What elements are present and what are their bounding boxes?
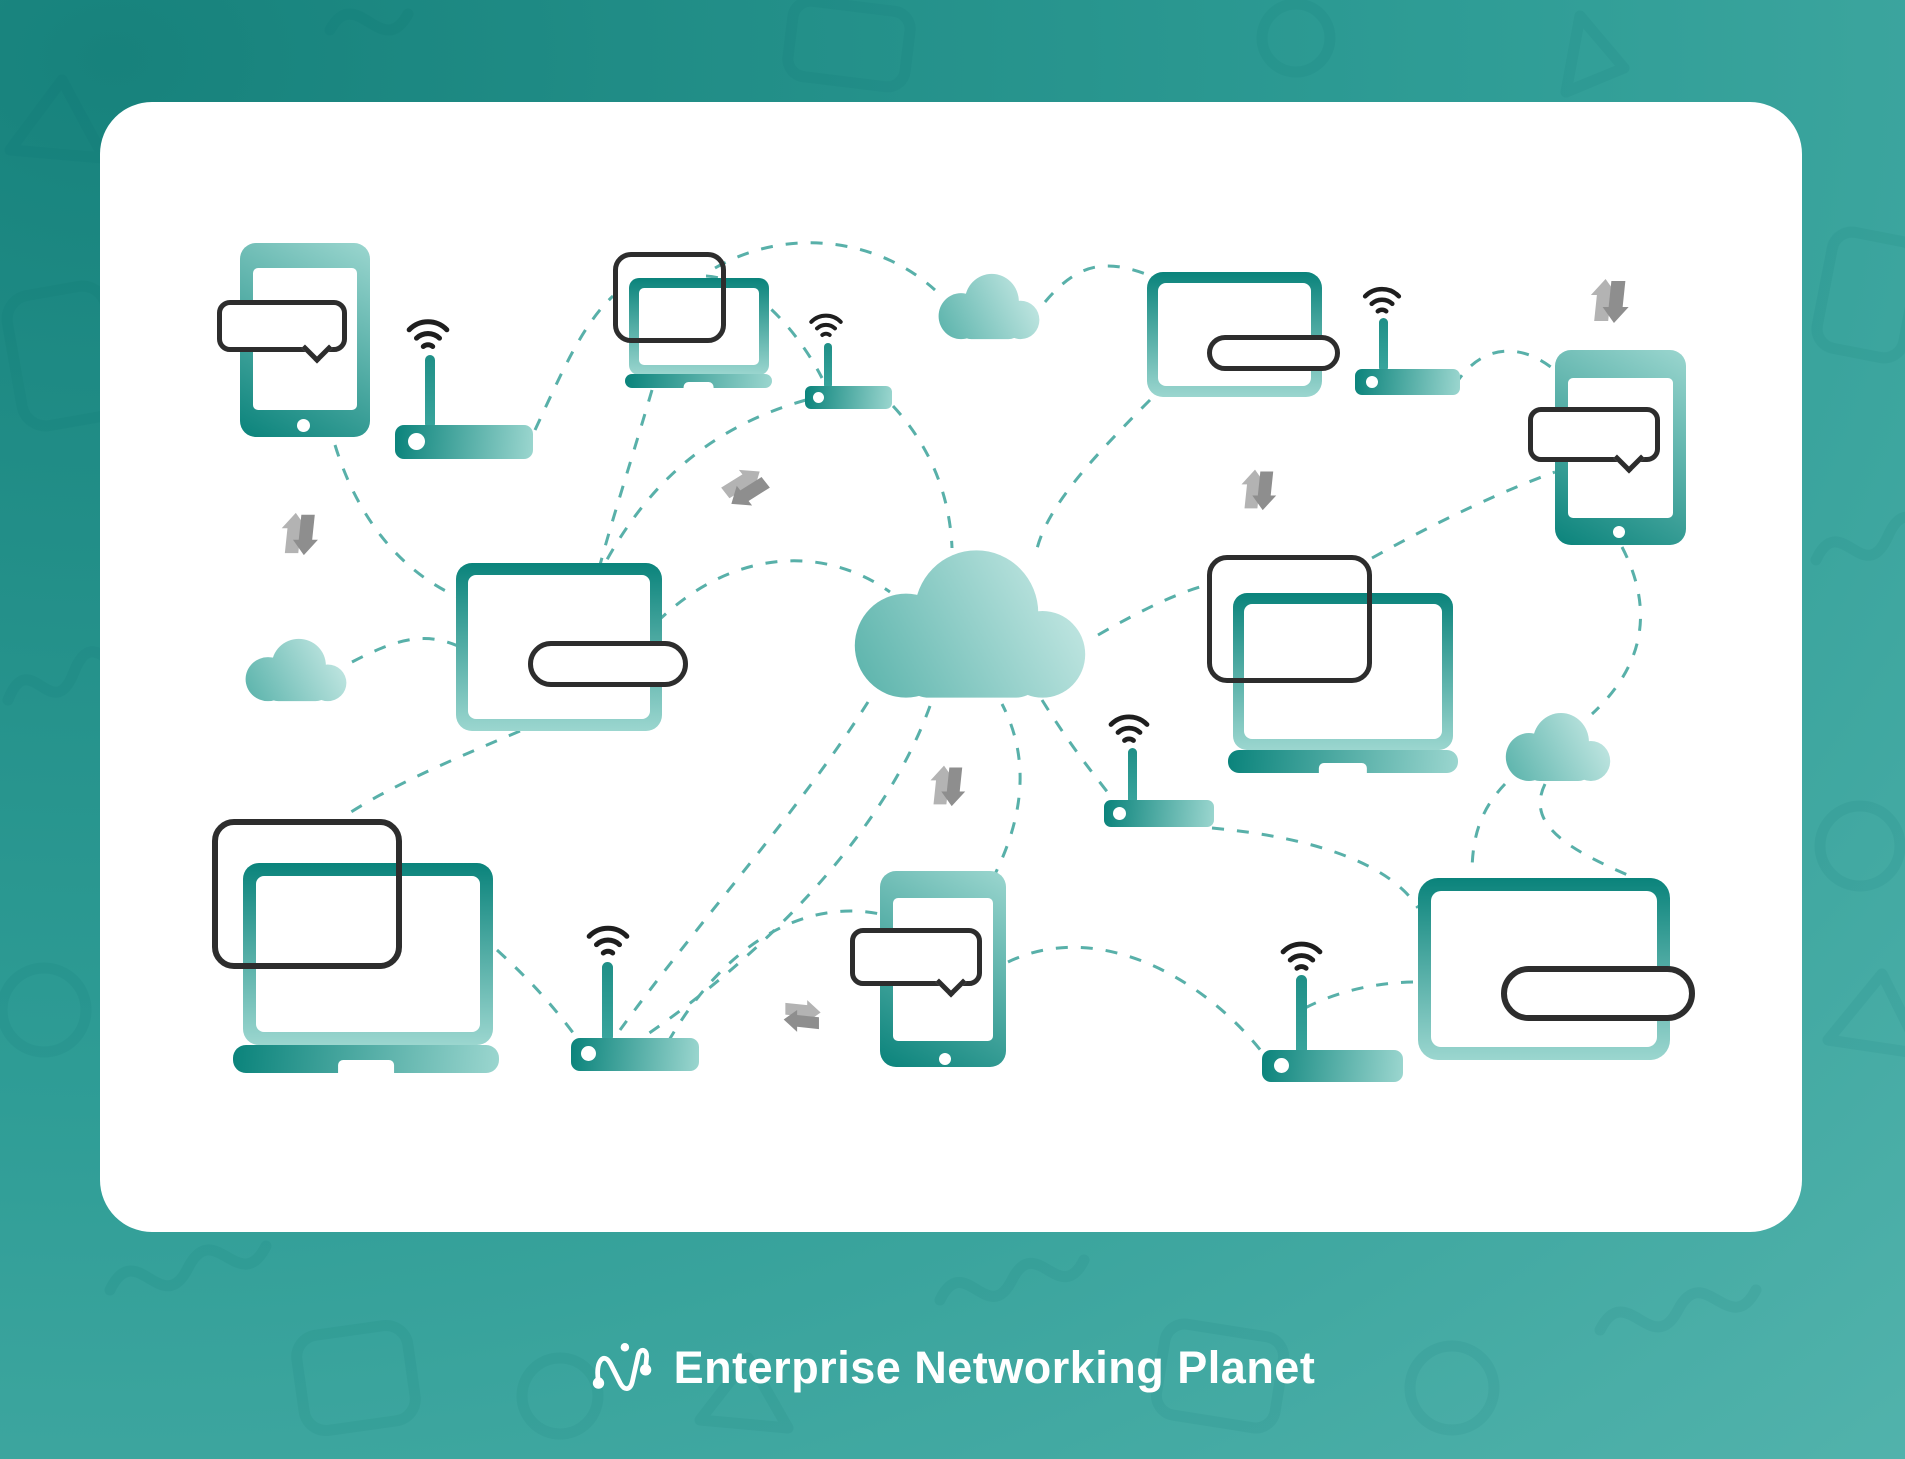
cloud-hub-icon — [854, 550, 1086, 698]
router-antenna — [824, 343, 832, 389]
laptop-base — [233, 1045, 499, 1073]
transfer-arrows-icon — [721, 469, 770, 506]
laptop-screen — [256, 876, 480, 1032]
router-led — [1274, 1058, 1289, 1073]
router-antenna — [1128, 748, 1137, 804]
router-led — [1366, 376, 1378, 388]
home-button-icon — [1613, 526, 1625, 538]
cloud-icon — [245, 638, 347, 702]
home-button-icon — [297, 419, 310, 432]
pill-outline-icon — [1501, 966, 1695, 1021]
wifi-router-icon — [805, 386, 892, 409]
wifi-signal-icon — [1362, 286, 1402, 314]
laptop-screen — [1244, 604, 1442, 739]
chat-bubble-icon — [1528, 407, 1660, 462]
transfer-arrows-icon — [930, 765, 966, 807]
brand-name: Enterprise Networking Planet — [673, 1342, 1316, 1393]
wifi-signal-icon — [1108, 714, 1150, 743]
brand-footer: Enterprise Networking Planet — [0, 1320, 1905, 1416]
router-antenna — [1296, 975, 1307, 1055]
cloud-icon — [1505, 713, 1611, 781]
router-led — [581, 1046, 596, 1061]
router-led — [408, 433, 425, 450]
laptop-base — [1228, 750, 1458, 773]
chat-bubble-icon — [850, 928, 982, 986]
transfer-arrows-icon — [281, 512, 318, 556]
router-led — [1113, 807, 1126, 820]
cloud-icon — [938, 273, 1040, 340]
enp-logo-icon — [592, 1343, 651, 1391]
screen-outline-icon — [613, 252, 726, 343]
wifi-signal-icon — [1280, 941, 1323, 971]
home-button-icon — [939, 1053, 951, 1065]
screen-outline-icon — [1207, 555, 1372, 683]
laptop-base — [625, 374, 772, 388]
router-antenna — [425, 355, 435, 429]
transfer-arrows-icon — [1590, 279, 1629, 323]
chat-bubble-icon — [217, 300, 347, 352]
transfer-arrows-icon — [783, 1000, 821, 1032]
pill-outline-icon — [1207, 335, 1340, 371]
laptop-screen — [639, 288, 759, 365]
screen-outline-icon — [212, 819, 402, 969]
router-antenna — [1379, 318, 1388, 372]
pill-outline-icon — [528, 641, 688, 687]
wifi-signal-icon — [406, 319, 450, 350]
router-antenna — [602, 962, 613, 1042]
transfer-arrows-icon — [1241, 469, 1277, 511]
wifi-signal-icon — [586, 925, 630, 956]
router-led — [813, 392, 824, 403]
wifi-signal-icon — [809, 313, 843, 337]
